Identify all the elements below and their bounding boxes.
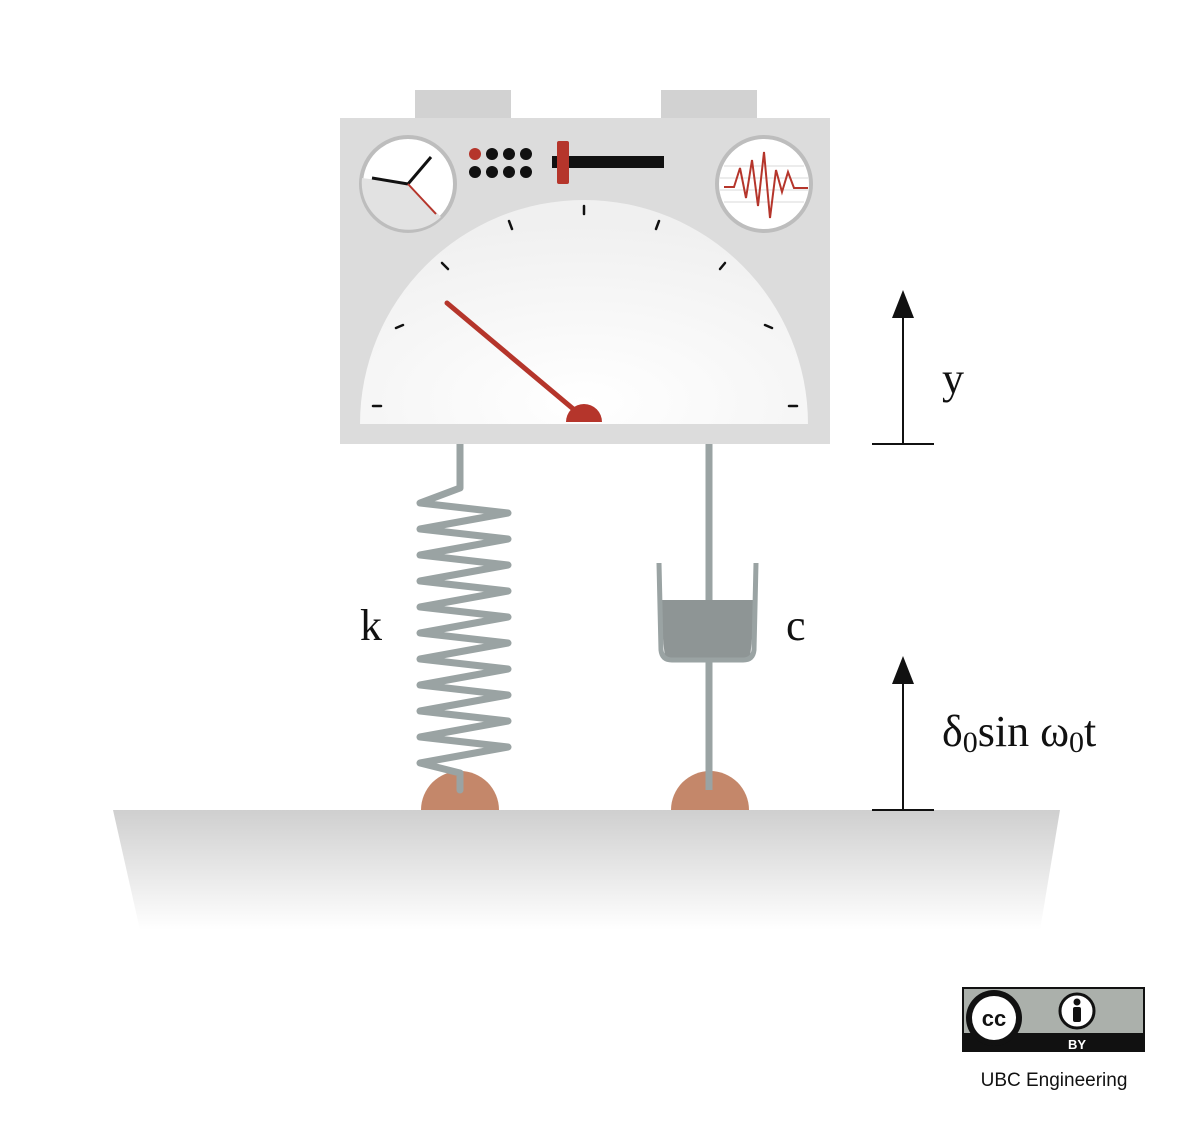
displacement-arrow [872, 290, 934, 445]
displacement-label: y [942, 354, 964, 403]
spring-constant-label: k [360, 601, 382, 650]
omega-subscript: 0 [1069, 726, 1084, 759]
by-text: BY [1068, 1037, 1086, 1052]
damper-foot [671, 771, 749, 810]
damping-label: c [786, 601, 806, 650]
excitation-label: δ0sin ω0t [942, 707, 1096, 759]
time-symbol: t [1084, 707, 1096, 756]
main-dial-face [360, 200, 808, 424]
excitation-arrow [872, 656, 934, 811]
delta-symbol: δ [942, 707, 963, 756]
dial-ticks [371, 204, 799, 408]
main-dial-needle [444, 300, 587, 421]
attribution-person-icon [1058, 992, 1096, 1030]
instrument-body [340, 90, 830, 444]
credit-text: UBC Engineering [981, 1070, 1128, 1091]
cc-text: cc [982, 1006, 1006, 1031]
sin-omega-text: sin ω [978, 707, 1069, 756]
delta-subscript: 0 [963, 726, 978, 759]
cc-by-license-badge: cc BY [962, 987, 1145, 1052]
spring [416, 440, 512, 794]
damper [656, 444, 759, 790]
indicator-lights [469, 148, 532, 178]
ground-base [113, 810, 1060, 930]
needle-hub [566, 404, 602, 422]
clock-dial-icon [359, 135, 457, 233]
creative-commons-icon: cc [966, 990, 1022, 1046]
slider-control [552, 141, 664, 184]
seismograph-wave-icon [715, 135, 813, 233]
